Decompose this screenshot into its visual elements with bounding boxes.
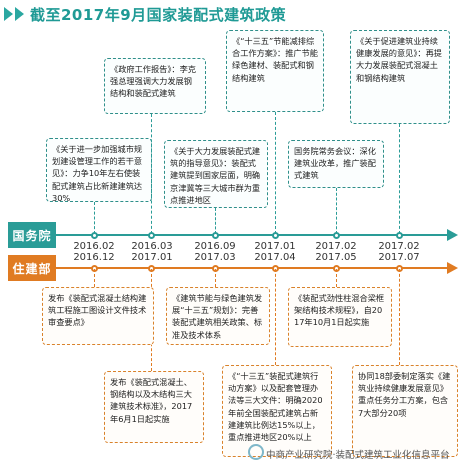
top-event-5: 国务院常务会议：深化建筑业改革，推广装配式建筑 — [288, 140, 384, 188]
timeline-node — [91, 231, 98, 239]
timeline-arrow-icon — [447, 262, 458, 274]
date-label: 2016.02 — [73, 241, 115, 252]
bottom-event-6: 协同18部委制定落实《建筑业持续健康发展意见》重点任务分工方案，包含7大部分20… — [352, 365, 458, 457]
top-event-6: 《关于促进建筑业持续健康发展的意见》：再提大力发展装配式混凝土和钢结构建筑 — [350, 30, 450, 124]
date-label: 2017.07 — [378, 252, 420, 263]
timeline-node — [212, 231, 219, 239]
connector — [94, 269, 95, 287]
bottom-event-2: 发布《装配式混凝土、钢结构以及木结构三大建筑技术标准》，2017年6月1日起实施 — [104, 371, 204, 443]
chevron-icon — [15, 7, 24, 21]
date-label: 2017.02 — [378, 241, 420, 252]
timeline-node — [148, 231, 155, 239]
date-label: 2017.05 — [315, 252, 357, 263]
date-label: 2016.09 — [194, 241, 236, 252]
top-event-4: 《“十三五”节能减排综合工作方案》：推广节能绿色建材、装配式和钢结构建筑 — [226, 30, 324, 112]
date-label: 2017.01 — [254, 241, 296, 252]
connector — [336, 269, 337, 287]
connector — [215, 208, 216, 234]
date-label: 2017.04 — [254, 252, 296, 263]
connector — [336, 188, 337, 234]
mohurd-timeline — [56, 267, 448, 269]
page-title: 截至2017年9月国家装配式建筑政策 — [30, 5, 287, 24]
lane-label-state-council: 国务院 — [8, 222, 56, 248]
watermark: 中商产业研究院·装配式建筑工业化信息平台 — [266, 450, 450, 461]
connector — [275, 269, 276, 365]
lane-label-mohurd: 住建部 — [8, 255, 56, 281]
timeline-arrow-icon — [447, 229, 458, 241]
bottom-event-3: 《建筑节能与绿色建筑发展“十三五”规划》：完善装配式建筑相关政策、标准及技术体系 — [166, 287, 270, 345]
connector — [399, 269, 400, 365]
diagram-title-bar: 截至2017年9月国家装配式建筑政策 — [4, 3, 286, 25]
connector — [215, 269, 216, 287]
chevron-icon — [4, 7, 13, 21]
timeline-node — [333, 231, 340, 239]
connector — [94, 202, 95, 234]
top-event-2: 《政府工作报告》：李克强总理强调大力发展钢结构和装配式建筑 — [104, 58, 206, 114]
connector — [399, 124, 400, 234]
connector — [151, 114, 152, 234]
timeline-node — [396, 231, 403, 239]
connector — [275, 112, 276, 234]
bottom-event-1: 发布《装配式混凝土结构建筑工程施工图设计文件技术审查要点》 — [42, 287, 154, 345]
timeline-node — [272, 231, 279, 239]
state-council-timeline — [56, 234, 448, 236]
date-label: 2016.12 — [73, 252, 115, 263]
top-event-3: 《关于大力发展装配式建筑的指导意见》：装配式建筑提到国家层面，明确京津冀等三大城… — [164, 140, 268, 208]
date-label: 2017.03 — [194, 252, 236, 263]
date-label: 2017.02 — [315, 241, 357, 252]
date-label: 2017.01 — [131, 252, 173, 263]
bottom-event-4: 《“十三五”装配式建筑行动方案》以及配套管理办法等三大文件：明确2020年前全国… — [222, 365, 332, 457]
watermark-logo-icon — [248, 444, 264, 460]
bottom-event-5: 《装配式劲性柱混合梁框架结构技术规程》，自2017年10月1日起实施 — [288, 287, 392, 347]
date-label: 2016.03 — [131, 241, 173, 252]
top-event-1: 《关于进一步加强城市规划建设管理工作的若干意见》：力争10年左右使装配式建筑占比… — [46, 138, 152, 202]
